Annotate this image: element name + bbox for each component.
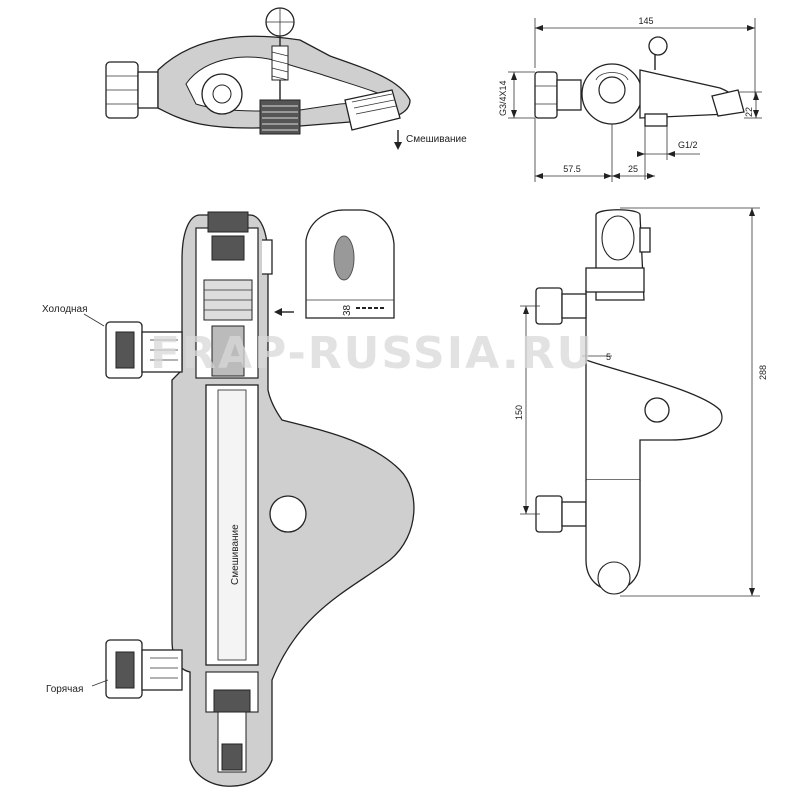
dim-width-145: 145 [638, 16, 653, 26]
dim-offset-575: 57.5 [563, 164, 581, 174]
dim-inlet-spacing: 150 [514, 405, 524, 420]
outlet-fitting [259, 99, 301, 135]
handle-temp-label: 38 [342, 304, 353, 316]
dim-offset-25: 25 [628, 164, 638, 174]
top-dimension-view: 145 G3/4X14 22 G1/2 [498, 16, 762, 182]
mixing-label-vertical: Смешивание [230, 524, 241, 585]
cold-label: Холодная [42, 304, 88, 315]
front-dimension-view: 150 5 288 [514, 207, 768, 597]
hot-label: Горячая [46, 684, 83, 695]
bottom-spindle [221, 743, 243, 771]
front-body [585, 290, 723, 481]
vertical-section-view: Холодная Горячая Смешивание [42, 211, 415, 787]
spout-head [344, 89, 401, 131]
dim-outlet-thread: G1/2 [678, 140, 698, 150]
dim-spout-22: 22 [744, 107, 754, 117]
top-section-view: Смешивание [105, 7, 467, 150]
mount-hole [269, 495, 307, 533]
dim-total-height: 288 [758, 365, 768, 380]
mixing-label-top: Смешивание [406, 134, 467, 145]
watermark: FRAP-RUSSIA.RU [150, 328, 594, 379]
dim-small-offset: 5 [606, 352, 611, 362]
temperature-handle-detail: 38 [305, 209, 395, 319]
dim-inlet-thread: G3/4X14 [498, 80, 508, 116]
